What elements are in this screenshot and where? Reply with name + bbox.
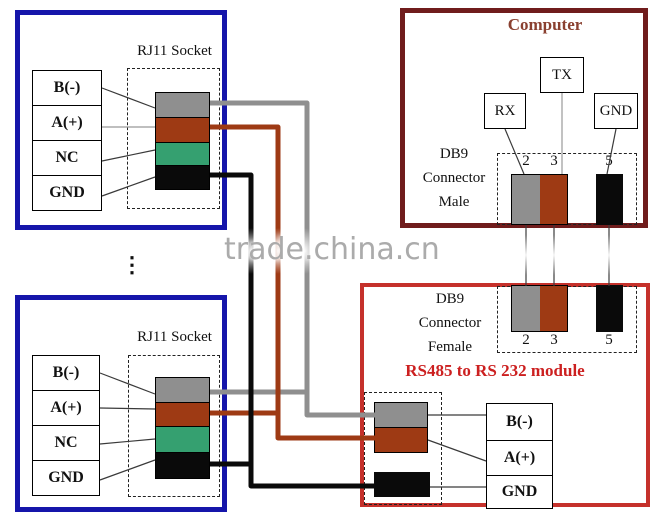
db9-male-pin2 — [512, 175, 540, 224]
module-title: RS485 to RS 232 module — [405, 361, 585, 380]
watermark-glow — [292, 228, 318, 274]
contact-gray — [156, 378, 209, 402]
db9-male-line1: DB9 — [439, 146, 469, 162]
db9-male-pin5-number: 5 — [605, 153, 613, 169]
db9-female-line3: Female — [427, 339, 473, 355]
terminal-a-plus: A(+) — [486, 440, 553, 476]
module-contact-black — [374, 472, 430, 497]
db9-female-pin2 — [512, 286, 540, 331]
gnd-signal-box: GND — [594, 93, 638, 129]
module-terminal-table: B(-) A(+) GND — [486, 403, 553, 509]
terminal-b-minus: B(-) — [486, 403, 553, 441]
contact-black — [156, 452, 209, 478]
pin-label-b-minus: B(-) — [32, 355, 100, 391]
watermark-glow — [265, 228, 291, 274]
contact-black — [156, 165, 209, 189]
computer-box — [400, 8, 648, 228]
pin-label-nc: NC — [32, 140, 102, 176]
rj11-top-contact-stack — [155, 92, 210, 190]
contact-gray — [156, 93, 209, 117]
pin-label-gnd: GND — [32, 175, 102, 211]
pin-label-nc: NC — [32, 425, 100, 461]
db9-male-line3: Male — [438, 194, 470, 210]
rj11-top-pin-table: B(-) A(+) NC GND — [32, 70, 102, 211]
module-signal-contacts — [374, 402, 428, 453]
watermark-glow — [516, 235, 536, 275]
watermark-text: trade.china.cn — [224, 232, 440, 267]
computer-title: Computer — [507, 15, 583, 34]
contact-brown — [156, 402, 209, 426]
terminal-gnd: GND — [486, 475, 553, 509]
db9-male-connector-label: DB9 Connector Male — [410, 142, 498, 214]
db9-female-pins-2-3 — [511, 285, 568, 332]
contact-green — [156, 142, 209, 165]
pin-label-a-plus: A(+) — [32, 105, 102, 141]
rj11-bottom-contact-stack — [155, 377, 210, 479]
pin-label-a-plus: A(+) — [32, 390, 100, 426]
db9-male-pin5 — [596, 174, 623, 225]
contact-brown — [156, 117, 209, 142]
module-contact-gray — [375, 403, 427, 427]
db9-female-pin3-number: 3 — [550, 332, 558, 348]
watermark-glow — [544, 235, 564, 275]
db9-female-pin3 — [539, 286, 567, 331]
pin-label-gnd: GND — [32, 460, 100, 496]
db9-male-pins-2-3 — [511, 174, 568, 225]
db9-male-line2: Connector — [422, 170, 486, 186]
rj11-socket-top-title: RJ11 Socket — [137, 43, 212, 59]
db9-female-line2: Connector — [418, 315, 482, 331]
rx-signal-box: RX — [484, 93, 526, 129]
tx-signal-box: TX — [540, 57, 584, 93]
rj11-socket-bottom-title: RJ11 Socket — [137, 329, 212, 345]
db9-female-pin2-number: 2 — [522, 332, 530, 348]
watermark-glow — [599, 235, 619, 275]
db9-male-pin2-number: 2 — [522, 153, 530, 169]
watermark-glow — [238, 228, 264, 274]
rj11-bottom-pin-table: B(-) A(+) NC GND — [32, 355, 100, 496]
db9-female-pin5 — [596, 285, 623, 332]
db9-female-line1: DB9 — [435, 291, 465, 307]
module-contact-brown — [375, 427, 427, 452]
contact-green — [156, 426, 209, 452]
pin-label-b-minus: B(-) — [32, 70, 102, 106]
db9-female-connector-label: DB9 Connector Female — [406, 287, 494, 359]
more-sockets-ellipsis: ⋮ — [121, 252, 143, 277]
db9-male-pin3 — [539, 175, 567, 224]
db9-male-pin3-number: 3 — [550, 153, 558, 169]
db9-female-pin5-number: 5 — [605, 332, 613, 348]
